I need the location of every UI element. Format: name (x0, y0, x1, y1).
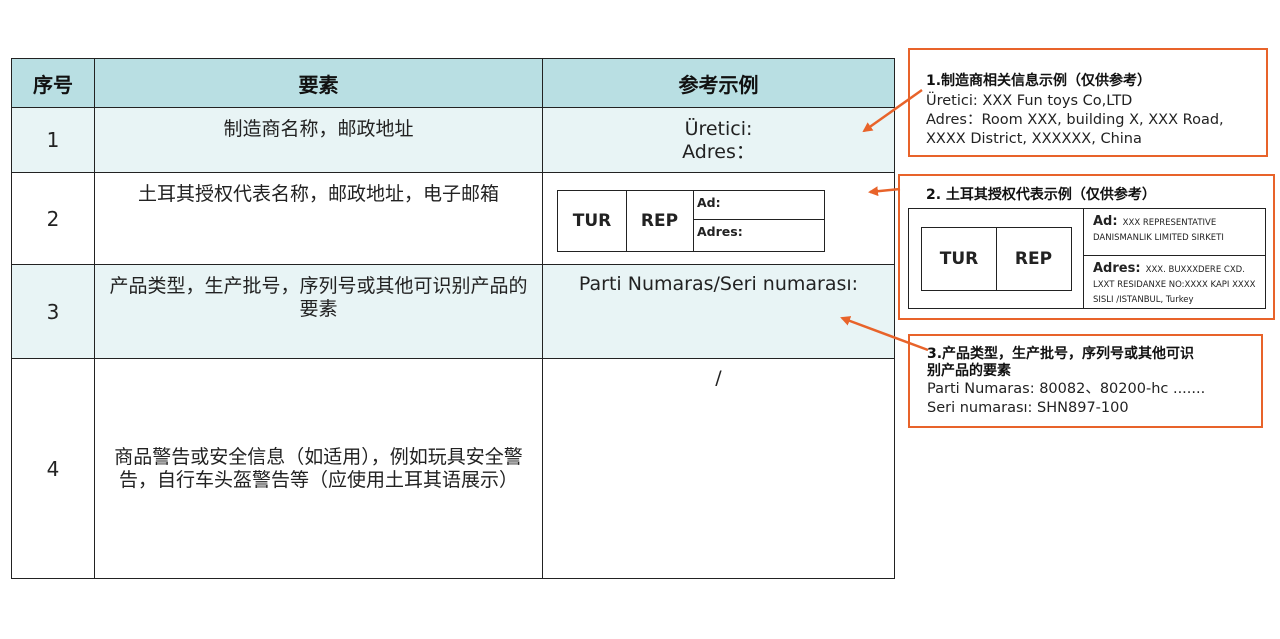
header-index: 序号 (12, 59, 95, 107)
callout-line: Üretici: XXX Fun toys Co,LTD (926, 93, 1133, 109)
table-row: 3 产品类型，生产批号，序列号或其他可识别产品的要素 Parti Numaras… (12, 265, 894, 359)
arrow-to-row1 (862, 88, 923, 133)
callout-line: XXXX District, XXXXXX, China (926, 131, 1142, 147)
callout-manufacturer-example: 1.制造商相关信息示例（仅供参考） Üretici: XXX Fun toys … (908, 48, 1268, 157)
element-text: 土耳其授权代表名称，邮政地址，电子邮箱 (95, 173, 543, 264)
callout-title: 2. 土耳其授权代表示例（仅供参考） (926, 187, 1156, 203)
callout-title: 别产品的要素 (927, 363, 1011, 379)
tur-rep-label: TUR REP Ad: Adres: (557, 190, 825, 252)
arrow-to-row3 (840, 316, 929, 352)
rep-box: REP (1014, 249, 1053, 269)
adres-label: Adres: (1093, 261, 1141, 276)
callout-representative-example: 2. 土耳其授权代表示例（仅供参考） TUR REP Ad: XXX REPRE… (898, 174, 1275, 320)
adres-value: XXX. BUXXXDERE CXD. LXXT RESIDANXE NO:XX… (1093, 265, 1256, 305)
arrow-to-row2 (868, 186, 901, 197)
ad-label: Ad: (1093, 214, 1118, 229)
example-line: Adres： (682, 141, 755, 163)
example-cell: / (543, 359, 894, 578)
callout-line: Seri numarası: SHN897-100 (927, 400, 1129, 416)
row-number: 1 (12, 108, 95, 172)
row-number: 4 (12, 359, 95, 578)
ad-block: Ad: XXX REPRESENTATIVE DANISMANLIK LIMIT… (1084, 209, 1265, 256)
row-number: 3 (12, 265, 95, 358)
ad-value: XXX REPRESENTATIVE DANISMANLIK LIMITED S… (1093, 218, 1224, 243)
example-cell: Üretici: Adres： (543, 108, 894, 172)
example-cell: TUR REP Ad: Adres: (543, 173, 894, 264)
rep-box: REP (626, 191, 694, 251)
example-cell: Parti Numaras/Seri numarası: (543, 265, 894, 358)
callout-title: 3.产品类型，生产批号，序列号或其他可识 (927, 346, 1195, 362)
adres-label: Adres: (697, 224, 743, 239)
element-text: 制造商名称，邮政地址 (95, 108, 543, 172)
tur-box: TUR (558, 191, 627, 251)
table-row: 4 商品警告或安全信息（如适用），例如玩具安全警告，自行车头盔警告等（应使用土耳… (12, 359, 894, 578)
callout-line: Adres：Room XXX, building X, XXX Road, (926, 112, 1224, 128)
element-text: 产品类型，生产批号，序列号或其他可识别产品的要素 (95, 265, 543, 358)
table-header-row: 序号 要素 参考示例 (12, 59, 894, 108)
tur-rep-label-large: TUR REP Ad: XXX REPRESENTATIVE DANISMANL… (908, 208, 1266, 309)
elements-table: 序号 要素 参考示例 1 制造商名称，邮政地址 Üretici: Adres： … (11, 58, 895, 579)
tur-box: TUR (922, 228, 997, 290)
header-element: 要素 (95, 59, 543, 107)
element-text: 商品警告或安全信息（如适用），例如玩具安全警告，自行车头盔警告等（应使用土耳其语… (95, 359, 543, 578)
example-line: Üretici: (684, 118, 753, 140)
callout-title: 1.制造商相关信息示例（仅供参考） (926, 73, 1152, 89)
adres-block: Adres: XXX. BUXXXDERE CXD. LXXT RESIDANX… (1084, 256, 1265, 308)
ad-label: Ad: (693, 191, 824, 220)
address-area: Ad: XXX REPRESENTATIVE DANISMANLIK LIMIT… (1083, 209, 1265, 308)
row-number: 2 (12, 173, 95, 264)
example-line: Parti Numaras/Seri numarası: (578, 273, 859, 295)
element-text-content: 商品警告或安全信息（如适用），例如玩具安全警告，自行车头盔警告等（应使用土耳其语… (114, 445, 523, 491)
callout-line: Parti Numaras: 80082、80200-hc ....... (927, 381, 1206, 397)
tur-rep-boxes: TUR REP (921, 227, 1072, 291)
header-example: 参考示例 (678, 72, 759, 97)
callout-product-id-example: 3.产品类型，生产批号，序列号或其他可识 别产品的要素 Parti Numara… (908, 334, 1263, 428)
example-line: / (715, 367, 722, 389)
table-row: 2 土耳其授权代表名称，邮政地址，电子邮箱 TUR REP Ad: Adres: (12, 173, 894, 265)
table-row: 1 制造商名称，邮政地址 Üretici: Adres： (12, 108, 894, 173)
address-area: Ad: Adres: (693, 191, 824, 251)
